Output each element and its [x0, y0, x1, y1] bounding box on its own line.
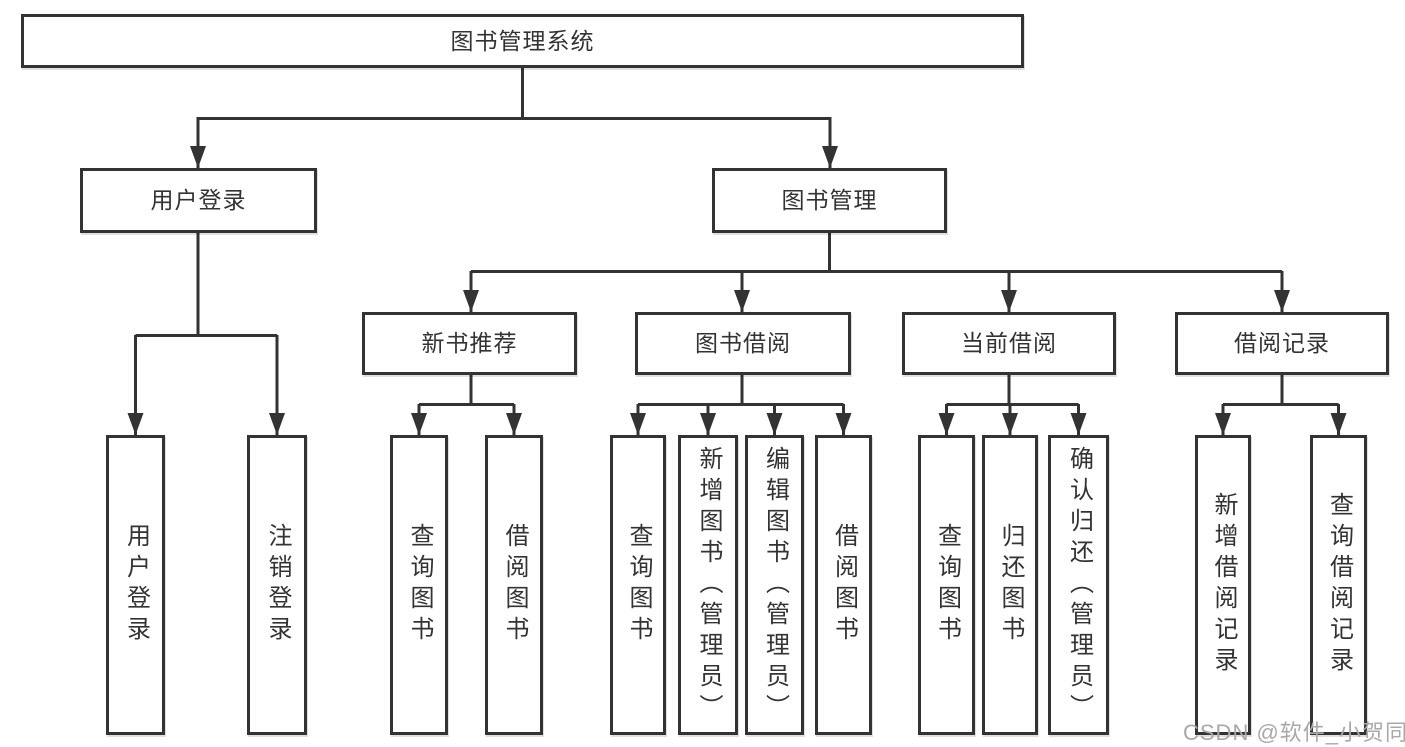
- leaf-query-books-recommend: 查询图书: [390, 435, 448, 735]
- leaf-confirm-return-admin: 确认归还（管理员）: [1048, 435, 1109, 735]
- leaf-query-borrow-record: 查询借阅记录: [1310, 435, 1367, 735]
- leaf-edit-books-admin: 编辑图书（管理员）: [745, 435, 804, 735]
- node-system-root: 图书管理系统: [21, 14, 1024, 68]
- node-new-book-recommend: 新书推荐: [362, 312, 577, 375]
- leaf-borrow-books: 借阅图书: [815, 435, 872, 735]
- leaf-query-books-current: 查询图书: [918, 435, 975, 735]
- node-borrow-record: 借阅记录: [1175, 312, 1389, 375]
- leaf-user-login: 用户登录: [106, 435, 165, 735]
- node-book-borrow: 图书借阅: [635, 312, 851, 375]
- leaf-add-books-admin: 新增图书（管理员）: [678, 435, 738, 735]
- leaf-return-books: 归还图书: [982, 435, 1038, 735]
- leaf-query-books-borrow: 查询图书: [610, 435, 666, 735]
- leaf-logout: 注销登录: [247, 435, 307, 735]
- node-user-login: 用户登录: [80, 168, 317, 233]
- leaf-add-borrow-record: 新增借阅记录: [1195, 435, 1251, 735]
- csdn-watermark: CSDN @软件_小贺同学: [1183, 720, 1405, 745]
- node-book-management: 图书管理: [712, 168, 947, 233]
- leaf-borrow-books-recommend: 借阅图书: [485, 435, 543, 735]
- node-current-borrow: 当前借阅: [902, 312, 1116, 375]
